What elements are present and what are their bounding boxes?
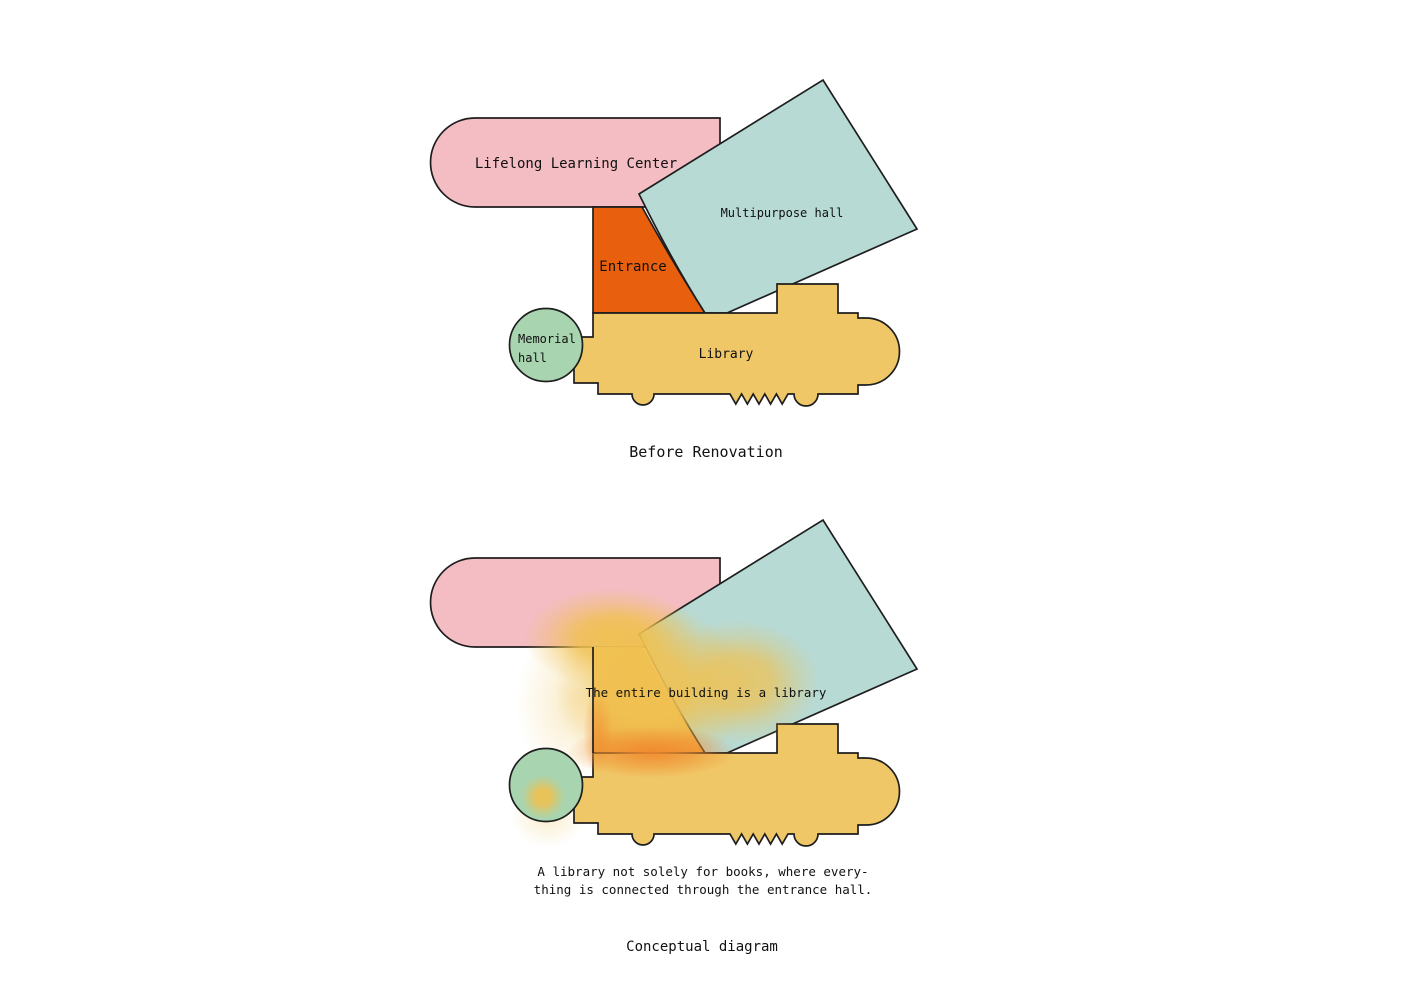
entire-building-label: The entire building is a library: [586, 685, 827, 700]
library-spread-overlays: [521, 588, 820, 819]
multipurpose-hall-label: Multipurpose hall: [721, 206, 844, 220]
spread-into-memorial-hall: [521, 775, 565, 819]
memorial-hall-label-line2: hall: [518, 351, 547, 365]
caption-line2: thing is connected through the entrance …: [534, 882, 873, 897]
lifelong-learning-center-label: Lifelong Learning Center: [475, 156, 677, 172]
caption-line1: A library not solely for books, where ev…: [537, 864, 868, 879]
before-renovation-title: Before Renovation: [629, 443, 783, 461]
conceptual-diagram-labels: The entire building is a library A libra…: [534, 685, 873, 955]
library-label: Library: [699, 347, 754, 362]
memorial-hall-label-line1: Memorial: [518, 332, 576, 346]
entrance-label: Entrance: [599, 259, 666, 275]
spread-into-multipurpose-hall: [656, 620, 820, 744]
conceptual-diagram: The entire building is a library A libra…: [429, 519, 918, 955]
spread-left-edge-orange: [583, 690, 613, 774]
conceptual-diagram-title: Conceptual diagram: [626, 939, 778, 955]
before-renovation-labels: Lifelong Learning Center Multipurpose ha…: [475, 156, 844, 461]
